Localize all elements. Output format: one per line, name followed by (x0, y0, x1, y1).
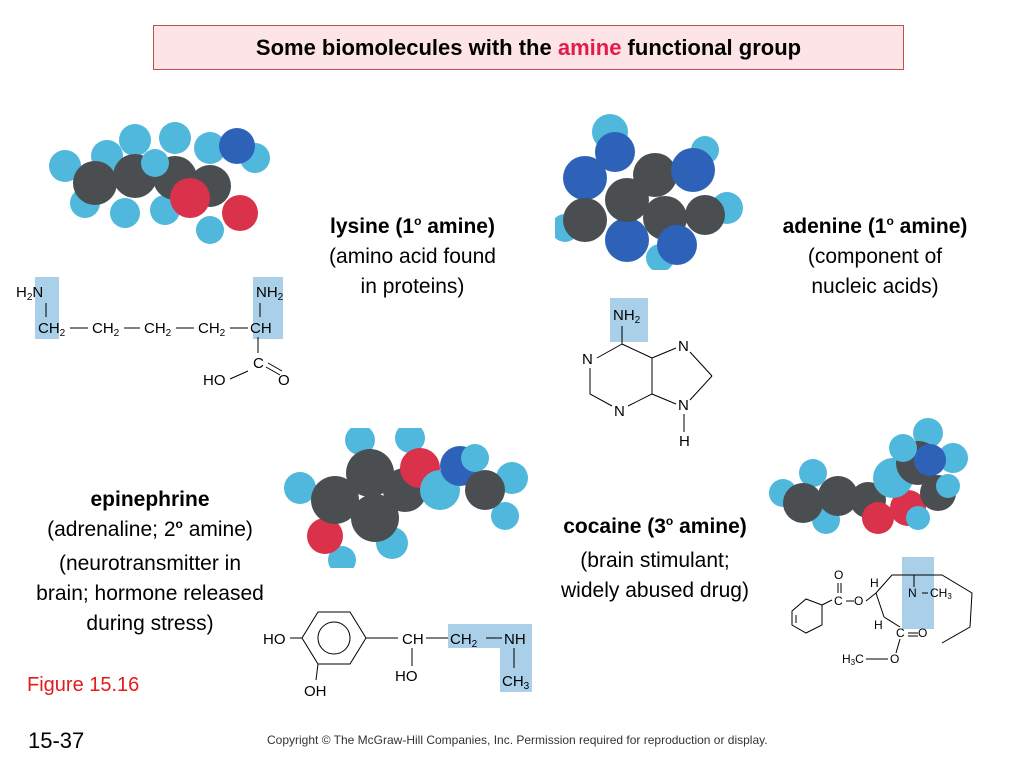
epinephrine-structural-formula: HO OH CH HO CH2 NH CH3 (263, 611, 532, 700)
lysine-caption: lysine (1o amine) (amino acid found in p… (295, 212, 530, 302)
svg-text:H3C: H3C (842, 652, 864, 667)
adenine-space-filling-model (555, 114, 743, 270)
title-before: Some biomolecules with the (255, 35, 558, 60)
svg-text:HO: HO (263, 631, 286, 648)
svg-text:N: N (678, 338, 689, 355)
amine-highlight (500, 624, 532, 692)
oxygen-atom (222, 195, 258, 231)
lysine-space-filling-model (49, 122, 270, 244)
svg-text:CH3: CH3 (930, 586, 952, 601)
svg-text:CH2: CH2 (38, 320, 66, 339)
adenine-desc-line1: (component of (807, 245, 943, 268)
svg-text:O: O (278, 372, 290, 389)
adenine-name: adenine (1o amine) (782, 214, 968, 238)
nitrogen-atom (219, 128, 255, 164)
lysine-name: lysine (1o amine) (330, 214, 495, 238)
lysine-desc-line1: (amino acid found (329, 245, 496, 268)
cocaine-desc-line2: widely abused drug) (561, 579, 749, 602)
svg-text:OH: OH (304, 683, 327, 700)
svg-text:H: H (679, 433, 690, 450)
cocaine-space-filling-model (769, 418, 968, 534)
adenine-desc-line2: nucleic acids) (811, 275, 939, 298)
svg-text:HO: HO (203, 372, 226, 389)
svg-text:NH: NH (504, 631, 526, 648)
svg-text:N: N (582, 351, 593, 368)
svg-text:CH2: CH2 (92, 320, 120, 339)
adenine-structural-formula: NH2 N N N N H (582, 298, 713, 450)
svg-text:CH2: CH2 (144, 320, 172, 339)
svg-text:CH2: CH2 (450, 631, 478, 650)
svg-text:NH2: NH2 (613, 307, 641, 326)
epinephrine-line2: (adrenaline; 2o amine) (47, 517, 253, 541)
cocaine-desc-line1: (brain stimulant; (580, 549, 730, 572)
svg-text:C: C (253, 355, 264, 372)
svg-text:CH3: CH3 (502, 673, 530, 692)
figure-label: Figure 15.16 (27, 674, 140, 696)
lysine-desc-line2: in proteins) (360, 275, 465, 298)
cocaine-structural-formula: O C O H N CH3 H C O H3C O (791, 557, 973, 667)
cocaine-name: cocaine (3o amine) (563, 514, 747, 538)
svg-text:CH2: CH2 (198, 320, 226, 339)
svg-text:CH: CH (402, 631, 424, 648)
epinephrine-name: epinephrine (90, 488, 210, 511)
svg-text:CH: CH (250, 320, 272, 337)
svg-text:C: C (834, 594, 843, 608)
epinephrine-desc-line1: (neurotransmitter in (58, 552, 242, 575)
svg-text:H: H (874, 618, 883, 632)
amine-highlight (902, 557, 934, 629)
epinephrine-space-filling-model (284, 428, 528, 568)
amine-highlight (610, 298, 648, 342)
title-after: functional group (621, 35, 802, 60)
slide-title: Some biomolecules with the amine functio… (153, 25, 904, 70)
epinephrine-desc-line3: during stress) (86, 612, 214, 635)
svg-text:O: O (834, 568, 843, 582)
svg-text:O: O (890, 652, 899, 666)
svg-text:NH2: NH2 (256, 284, 284, 303)
copyright-notice: Copyright © The McGraw-Hill Companies, I… (267, 733, 768, 747)
svg-text:HO: HO (395, 668, 418, 685)
svg-text:C: C (896, 626, 905, 640)
svg-text:N: N (678, 397, 689, 414)
page-number: 15-37 (28, 728, 85, 753)
svg-text:H: H (870, 576, 879, 590)
svg-text:N: N (908, 586, 917, 600)
svg-text:O: O (854, 594, 863, 608)
epinephrine-desc-line2: brain; hormone released (36, 582, 264, 605)
amine-highlight (35, 277, 59, 339)
adenine-caption: adenine (1o amine) (component of nucleic… (750, 212, 1000, 302)
amine-highlight (253, 277, 283, 339)
formula-h2n: H2N (16, 284, 43, 303)
lysine-structural-formula: H2N CH2 CH2 CH2 CH2 CH NH2 C HO O (16, 277, 290, 389)
cocaine-caption: cocaine (3o amine) (brain stimulant; wid… (530, 512, 780, 606)
epinephrine-caption: epinephrine (adrenaline; 2o amine) (neur… (5, 485, 295, 639)
svg-text:N: N (614, 403, 625, 420)
svg-text:O: O (918, 626, 927, 640)
title-highlight: amine (557, 35, 622, 60)
oxygen-atom (170, 178, 210, 218)
